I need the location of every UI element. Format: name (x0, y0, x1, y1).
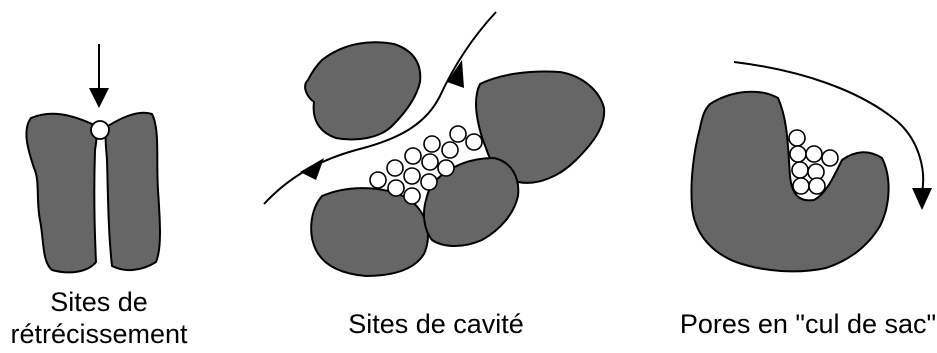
trapped-particle (442, 142, 458, 158)
trapped-particle (388, 180, 404, 196)
trapped-particle (789, 130, 805, 146)
flow-arrow-down-head (89, 88, 109, 108)
flow-arrow-head-lower (300, 158, 324, 180)
panel-dead-end-pores: Pores en "cul de sac" (680, 62, 936, 339)
trapped-particle (450, 126, 466, 142)
trapped-particle (404, 188, 420, 204)
trapped-particle (91, 121, 109, 139)
trapped-particle (790, 146, 806, 162)
trapped-particle (792, 162, 808, 178)
particle-cul-de-sac (691, 92, 888, 272)
trapped-particle (404, 168, 420, 184)
panel-3-label: Pores en "cul de sac" (680, 309, 936, 339)
trapped-particle (370, 172, 386, 188)
particle-left (26, 114, 96, 273)
trapped-particle (421, 174, 437, 190)
panel-cavity-sites: Sites de cavité (264, 12, 604, 339)
trapped-particle (809, 178, 825, 194)
panel-1-label-line-1: Sites de (50, 287, 148, 317)
trapped-particle (466, 134, 482, 150)
trapped-particle (424, 136, 440, 152)
trapped-particle (405, 148, 421, 164)
trapped-particle (822, 150, 838, 166)
particle-right (106, 113, 160, 270)
trapped-particle (438, 160, 454, 176)
particle-top-left (305, 42, 420, 139)
flow-arrow-head-pore (912, 188, 932, 210)
flow-arrow-head-upper (447, 60, 464, 88)
panel-2-label: Sites de cavité (348, 309, 524, 339)
trapped-particle (422, 154, 438, 170)
trapped-particle (806, 146, 822, 162)
trapped-particle (387, 160, 403, 176)
panel-constriction-sites: Sites de rétrécissement (10, 44, 188, 349)
trapped-particle (793, 178, 809, 194)
panel-1-label-line-2: rétrécissement (10, 319, 188, 349)
